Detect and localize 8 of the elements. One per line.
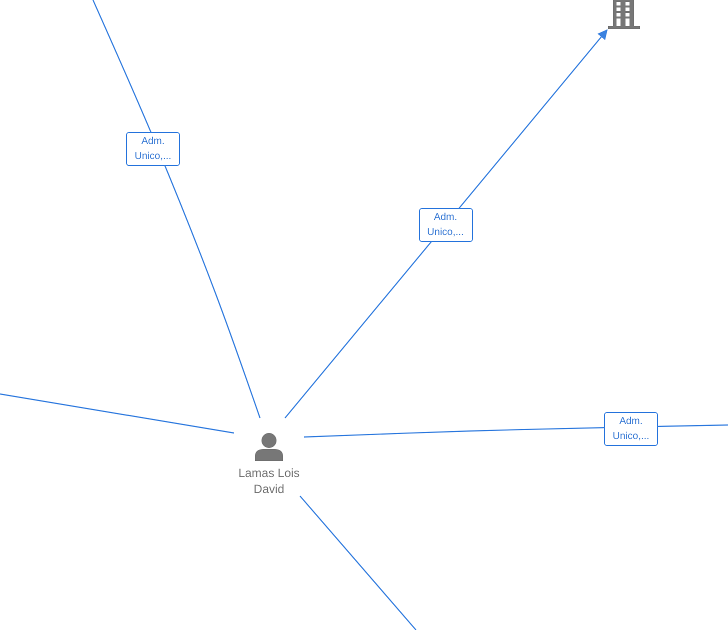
edge-label: Adm. Unico,... bbox=[126, 132, 180, 166]
connector-line bbox=[0, 393, 234, 434]
edge-label: Adm. Unico,... bbox=[418, 208, 472, 242]
arrow bbox=[284, 29, 608, 418]
connector-line bbox=[300, 496, 416, 630]
connector-line bbox=[92, 0, 261, 418]
edge-label: Adm. Unico,... bbox=[604, 412, 658, 446]
person-name: Lamas Lois David bbox=[237, 465, 301, 497]
